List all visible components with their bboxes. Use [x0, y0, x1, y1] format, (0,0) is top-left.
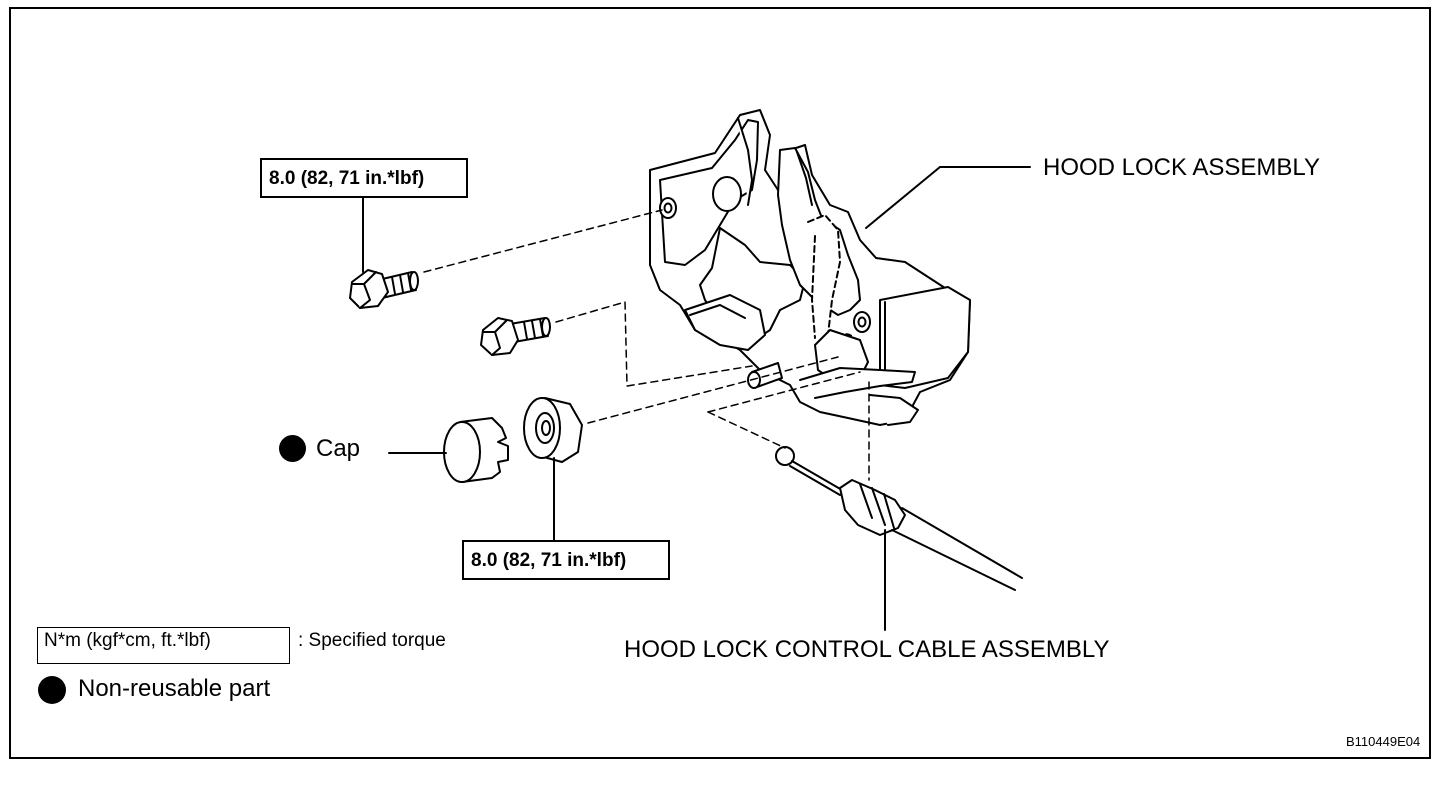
control-cable: [775, 446, 1023, 591]
non-reusable-dot-icon: [279, 435, 306, 462]
hood-lock-control-cable-label: HOOD LOCK CONTROL CABLE ASSEMBLY: [624, 636, 1110, 663]
legend-torque-description: : Specified torque: [298, 630, 446, 651]
upper-bolt: [349, 269, 419, 309]
legend-torque-box: N*m (kgf*cm, ft.*lbf): [37, 627, 290, 664]
cap-part: [443, 417, 509, 483]
legend-non-reusable-label: Non-reusable part: [78, 675, 271, 702]
lower-nut-torque-callout: 8.0 (82, 71 in.*lbf): [462, 540, 670, 580]
upper-bolt-torque-callout: 8.0 (82, 71 in.*lbf): [260, 158, 468, 198]
non-reusable-dot-icon: [38, 676, 66, 704]
hood-lock-assembly-label: HOOD LOCK ASSEMBLY: [1043, 154, 1320, 181]
figure-id: B110449E04: [1346, 734, 1421, 749]
leader-lines: [362, 166, 1031, 631]
alignment-lines: [423, 209, 870, 481]
middle-bolt: [480, 317, 551, 356]
cap-label: Cap: [316, 435, 361, 462]
hood-lock-assembly-part: [649, 109, 971, 426]
flange-nut: [523, 397, 583, 463]
diagram-frame: [9, 7, 1431, 759]
